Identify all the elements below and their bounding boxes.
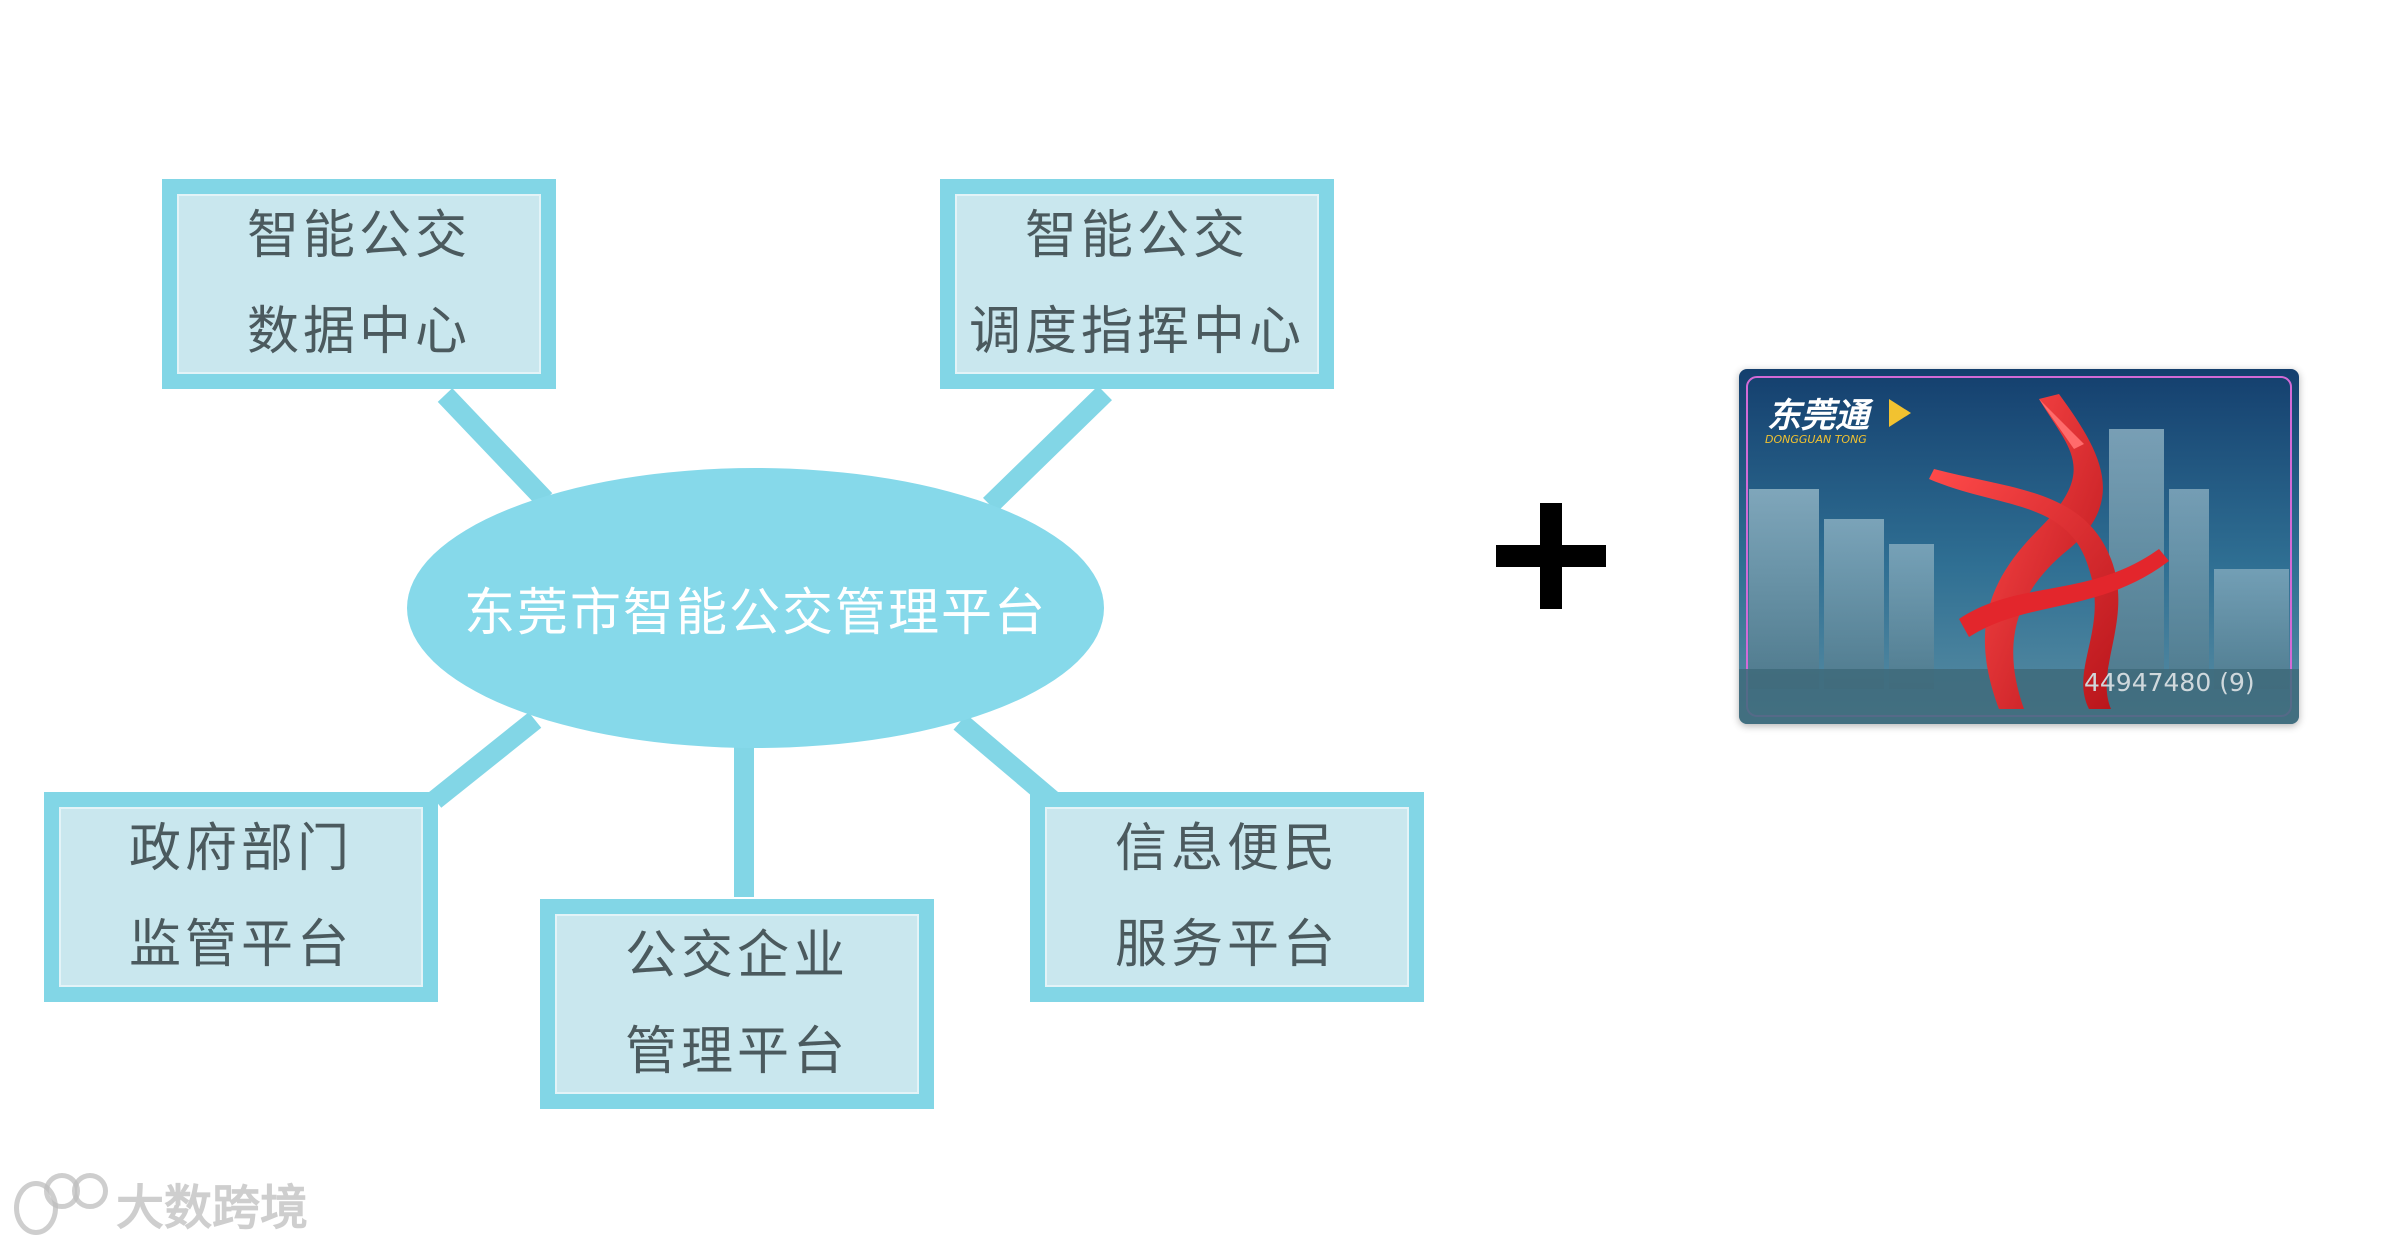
box-dispatch-center-line1: 智能公交 <box>1024 206 1249 266</box>
hub-label: 东莞市智能公交管理平台 <box>463 584 1047 643</box>
card-brand-cn: 东莞通 <box>1767 396 1874 436</box>
card-brand-en: DONGGUAN TONG <box>1765 433 1867 446</box>
box-gov-platform-line2: 监管平台 <box>128 915 353 975</box>
connector-data-center <box>437 388 553 507</box>
connector-service-platform <box>953 714 1059 808</box>
box-service-platform-line2: 服务平台 <box>1114 915 1339 975</box>
watermark-logo-icon <box>14 1173 108 1235</box>
box-dispatch-center-line2: 调度指挥中心 <box>968 302 1305 362</box>
play-arrow-icon <box>1889 399 1911 427</box>
box-data-center-line1: 智能公交 <box>246 206 471 266</box>
box-service-platform: 信息便民 服务平台 <box>1030 792 1424 1002</box>
connector-gov-platform <box>428 712 542 808</box>
box-enterprise-platform-line2: 管理平台 <box>624 1022 849 1082</box>
box-enterprise-platform-line1: 公交企业 <box>624 926 849 986</box>
box-data-center: 智能公交 数据中心 <box>162 179 556 389</box>
dongguan-tong-card: 东莞通 DONGGUAN TONG 44947480 (9) <box>1739 369 2299 724</box>
watermark: 大数跨境 <box>14 1168 308 1238</box>
box-gov-platform: 政府部门 监管平台 <box>44 792 438 1002</box>
card-number: 44947480 (9) <box>2084 668 2255 697</box>
card-artwork: 东莞通 DONGGUAN TONG 44947480 (9) <box>1739 369 2299 724</box>
box-gov-platform-line1: 政府部门 <box>128 819 353 879</box>
watermark-text: 大数跨境 <box>116 1180 309 1236</box>
box-dispatch-center: 智能公交 调度指挥中心 <box>940 179 1334 389</box>
hub-ellipse: 东莞市智能公交管理平台 <box>407 468 1104 748</box>
box-data-center-line2: 数据中心 <box>246 302 471 362</box>
connector-dispatch-center <box>983 385 1112 513</box>
box-enterprise-platform: 公交企业 管理平台 <box>540 899 934 1109</box>
red-sculpture <box>1929 394 2169 709</box>
box-service-platform-line1: 信息便民 <box>1114 819 1339 879</box>
